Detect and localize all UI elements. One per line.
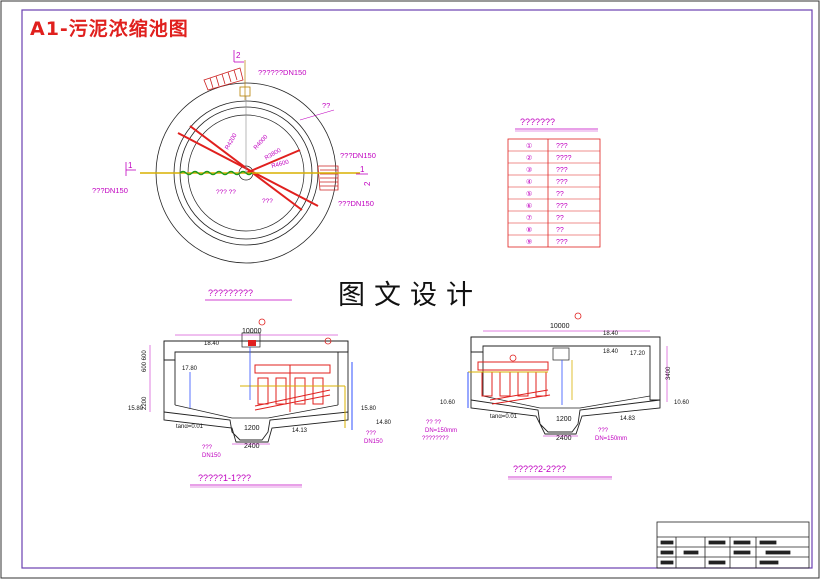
legend-row-number: ① bbox=[526, 142, 532, 150]
legend-row-number: ⑤ bbox=[526, 190, 532, 198]
plan-view: 2 1 1 2 ??????DN150 ?? ???DN150 ???DN150… bbox=[92, 50, 376, 301]
s1-pipe-dn2: DN150 bbox=[364, 439, 383, 445]
s2-caption: ?????2-2??? bbox=[513, 464, 566, 474]
s1-level-ground-left: 15.80 bbox=[128, 406, 144, 412]
s2-pipe-dn-left: DN=150mm bbox=[425, 428, 457, 434]
s2-height-a: 3400 bbox=[666, 366, 672, 380]
s1-height-b: 600 600 bbox=[142, 350, 148, 372]
s2-dim-bottom: 2400 bbox=[556, 435, 572, 442]
legend-title: ??????? bbox=[520, 117, 555, 127]
s1-dim-top: 10000 bbox=[242, 328, 262, 335]
s2-pipe-label-left2: ???????? bbox=[422, 436, 449, 442]
label-right-pipe2: ???DN150 bbox=[338, 199, 374, 208]
s1-height-a: 2200 bbox=[142, 396, 148, 410]
legend-row-text: ?? bbox=[556, 227, 564, 234]
section-mark-right: 1 bbox=[360, 165, 365, 174]
legend-row-text: ???? bbox=[556, 155, 572, 162]
section-2-2: 10000 18.40 18.40 17.20 3400 10.60 10.60… bbox=[422, 312, 690, 480]
section-mark-top: 2 bbox=[236, 51, 241, 60]
dim-r2: R4000 bbox=[253, 134, 270, 152]
legend-row-number: ⑦ bbox=[526, 214, 532, 222]
label-inner2: ??? bbox=[262, 198, 273, 205]
s2-level-right: 17.20 bbox=[630, 351, 646, 357]
label-right-pipe1: ???DN150 bbox=[340, 151, 376, 160]
s1-bottom bbox=[163, 411, 349, 443]
plan-caption: ????????? bbox=[208, 288, 253, 298]
s1-pipe-dn: DN150 bbox=[202, 453, 221, 459]
s2-dim-top: 10000 bbox=[550, 323, 570, 330]
s2-slab bbox=[470, 336, 661, 401]
s2-level-top: 18.40 bbox=[603, 331, 619, 337]
stair-top bbox=[203, 67, 244, 91]
legend-row-number: ⑧ bbox=[526, 226, 532, 234]
s2-slope: tanα=0.01 bbox=[490, 414, 518, 420]
dim-r4: R4600 bbox=[271, 159, 290, 170]
s1-level-bottom: 14.13 bbox=[292, 428, 308, 434]
dim-r1: R4200 bbox=[225, 132, 239, 151]
section-mark-right2: 2 bbox=[363, 181, 372, 186]
label-wall: ?? bbox=[322, 101, 330, 110]
section-1-1: 10000 18.40 17.80 2200 600 600 15.80 15.… bbox=[128, 318, 392, 488]
s2-pipe-label-right: ??? bbox=[598, 428, 609, 434]
s1-dim-bottom: 2400 bbox=[244, 443, 260, 450]
legend-row-number: ② bbox=[526, 154, 532, 162]
title-block bbox=[656, 521, 810, 569]
legend-row-number: ⑥ bbox=[526, 202, 532, 210]
legend-row-number: ③ bbox=[526, 166, 532, 174]
drawing-title: A1-污泥浓缩池图 bbox=[30, 18, 189, 40]
s1-scraper bbox=[254, 364, 331, 412]
s1-level-ground-right: 15.80 bbox=[361, 406, 377, 412]
center-watermark-text: 图文设计 bbox=[338, 280, 482, 311]
s1-caption: ?????1-1??? bbox=[198, 473, 251, 483]
legend-row-number: ④ bbox=[526, 178, 532, 186]
s2-pipe-label-left: ?? ?? bbox=[426, 420, 442, 426]
s1-pipe-label: ??? bbox=[202, 445, 213, 451]
s2-level-bottom: 14.83 bbox=[620, 416, 636, 422]
s1-slope: tanα=0.01 bbox=[176, 424, 204, 430]
s1-dim-sump: 1200 bbox=[244, 425, 260, 432]
s2-scraper bbox=[477, 361, 551, 405]
legend-row-text: ??? bbox=[556, 167, 568, 174]
label-inner: ??? ?? bbox=[216, 189, 236, 196]
label-left-pipe: ???DN150 bbox=[92, 186, 128, 195]
legend-row-text: ?? bbox=[556, 191, 564, 198]
s1-level-top: 18.40 bbox=[204, 341, 220, 347]
legend-row-text: ??? bbox=[556, 179, 568, 186]
legend-row-text: ??? bbox=[556, 239, 568, 246]
s2-level-ground-left: 10.60 bbox=[440, 400, 456, 406]
s1-level-inner: 17.80 bbox=[182, 366, 198, 372]
legend-table: ??????? ①??? ②???? ③??? ④??? ⑤?? ⑥??? ⑦?? ⑧?? ⑨?… bbox=[507, 117, 601, 248]
pipe-horizontal-green bbox=[179, 170, 253, 176]
legend-row-number: ⑨ bbox=[526, 238, 532, 246]
section-mark-left: 1 bbox=[128, 161, 133, 170]
legend-row-text: ??? bbox=[556, 203, 568, 210]
s2-pipe-dn-right: DN=150mm bbox=[595, 436, 627, 442]
label-top-pipe: ??????DN150 bbox=[258, 68, 306, 77]
s2-level-mid: 18.40 bbox=[603, 349, 619, 355]
s2-level-ground-right: 10.60 bbox=[674, 400, 690, 406]
legend-row-text: ??? bbox=[556, 143, 568, 150]
s2-dim-sump: 1200 bbox=[556, 416, 572, 423]
stair-right bbox=[317, 165, 339, 191]
inner-frame bbox=[21, 9, 813, 569]
s1-pipe-label2: ??? bbox=[366, 431, 377, 437]
legend-row-text: ?? bbox=[556, 215, 564, 222]
s1-level-right: 14.80 bbox=[376, 420, 392, 426]
s2-bottom bbox=[470, 399, 661, 435]
